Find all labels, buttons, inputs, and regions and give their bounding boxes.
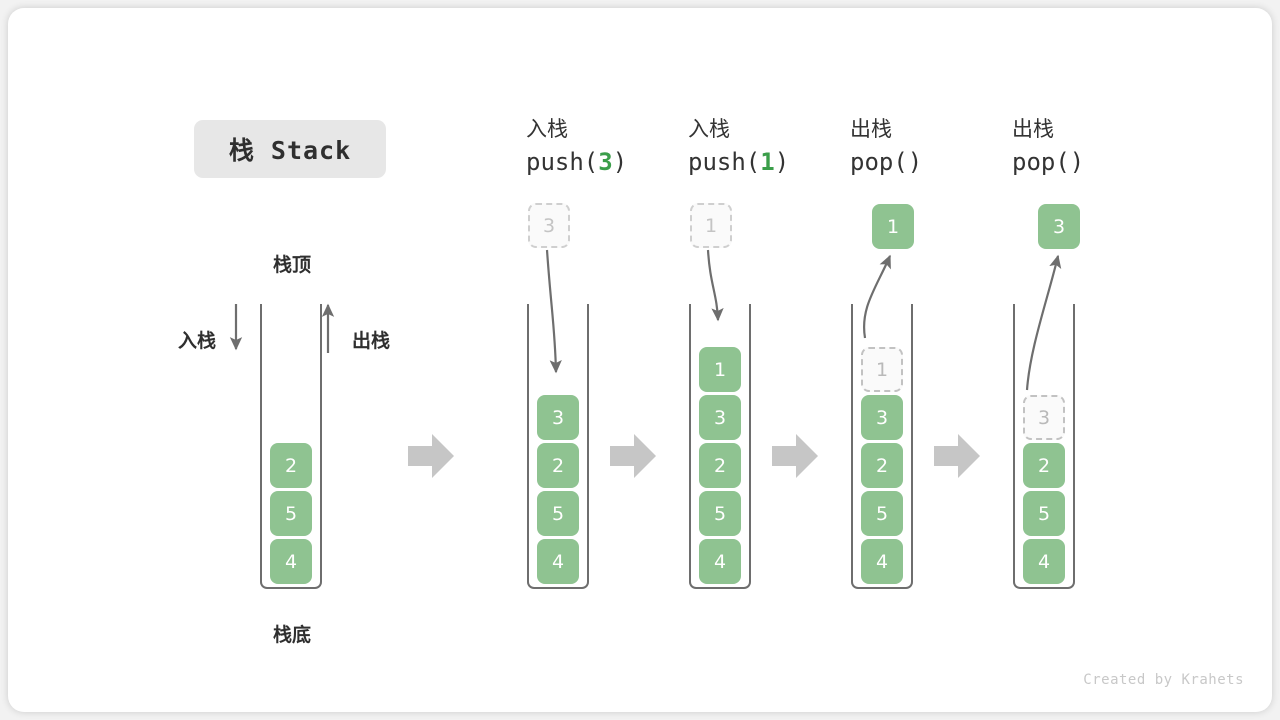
fn-suffix: ) xyxy=(1069,148,1085,176)
step-fn-label: pop() xyxy=(850,145,1000,179)
stack-column-initial: 2 5 4 xyxy=(260,304,322,589)
stack-cell: 5 xyxy=(699,491,741,536)
step-op-label: 入栈 xyxy=(688,117,730,141)
step-separator-arrow-4 xyxy=(934,434,980,478)
fn-suffix: ) xyxy=(612,148,628,176)
label-push-side: 入栈 xyxy=(178,330,217,352)
stack-items: 1 3 2 5 4 xyxy=(691,344,749,584)
stack-cell: 2 xyxy=(699,443,741,488)
step-header-pop-3: 出栈 pop() xyxy=(1012,113,1162,179)
stack-cell: 3 xyxy=(537,395,579,440)
fn-prefix: push( xyxy=(526,148,599,176)
step-fn-label: push(1) xyxy=(688,145,838,179)
diagram-title-badge: 栈 Stack xyxy=(194,120,386,178)
fn-argument: 1 xyxy=(760,148,775,176)
step-op-label: 入栈 xyxy=(526,117,568,141)
floating-value-push-3: 3 xyxy=(528,203,570,248)
stack-cell: 2 xyxy=(270,443,312,488)
fn-prefix: pop( xyxy=(850,148,908,176)
fn-argument: 3 xyxy=(598,148,613,176)
stack-cell: 4 xyxy=(1023,539,1065,584)
stack-cell: 1 xyxy=(699,347,741,392)
step-header-push-1: 入栈 push(1) xyxy=(688,113,838,179)
fn-suffix: ) xyxy=(774,148,790,176)
stack-cell: 5 xyxy=(537,491,579,536)
stack-cell: 2 xyxy=(861,443,903,488)
stack-cell-removed: 3 xyxy=(1023,395,1065,440)
step-separator-arrow-1 xyxy=(408,434,454,478)
stack-cell: 3 xyxy=(861,395,903,440)
stack-column-push-1: 1 3 2 5 4 xyxy=(689,304,751,589)
stack-cell: 5 xyxy=(270,491,312,536)
label-stack-top: 栈顶 xyxy=(272,254,311,276)
step-separator-arrow-3 xyxy=(772,434,818,478)
stack-items: 3 2 5 4 xyxy=(529,392,587,584)
label-stack-bottom: 栈底 xyxy=(272,624,311,646)
stack-cell: 4 xyxy=(537,539,579,584)
label-pop-side: 出栈 xyxy=(352,330,391,352)
floating-value-pop-1: 1 xyxy=(872,204,914,249)
step-header-push-3: 入栈 push(3) xyxy=(526,113,676,179)
floating-value-pop-3: 3 xyxy=(1038,204,1080,249)
stack-items: 3 2 5 4 xyxy=(1015,392,1073,584)
floating-value-push-1: 1 xyxy=(690,203,732,248)
fn-prefix: pop( xyxy=(1012,148,1070,176)
step-header-pop-1: 出栈 pop() xyxy=(850,113,1000,179)
step-op-label: 出栈 xyxy=(850,117,892,141)
stack-cell: 2 xyxy=(537,443,579,488)
stack-cell: 4 xyxy=(699,539,741,584)
step-fn-label: pop() xyxy=(1012,145,1162,179)
fn-prefix: push( xyxy=(688,148,761,176)
stack-items: 2 5 4 xyxy=(262,440,320,584)
credit-text: Created by Krahets xyxy=(1083,672,1244,688)
stack-cell: 5 xyxy=(1023,491,1065,536)
fn-suffix: ) xyxy=(907,148,923,176)
stack-column-pop-3: 3 2 5 4 xyxy=(1013,304,1075,589)
stack-column-pop-1: 1 3 2 5 4 xyxy=(851,304,913,589)
stack-cell: 3 xyxy=(699,395,741,440)
stack-cell: 2 xyxy=(1023,443,1065,488)
stack-column-push-3: 3 2 5 4 xyxy=(527,304,589,589)
stack-cell: 4 xyxy=(861,539,903,584)
step-separator-arrow-2 xyxy=(610,434,656,478)
figure-card: 栈 Stack 栈顶 栈底 入栈 出栈 入栈 push(3) 入栈 push(1… xyxy=(8,8,1272,712)
step-op-label: 出栈 xyxy=(1012,117,1054,141)
stack-cell: 4 xyxy=(270,539,312,584)
stack-items: 1 3 2 5 4 xyxy=(853,344,911,584)
stack-cell-removed: 1 xyxy=(861,347,903,392)
stack-cell: 5 xyxy=(861,491,903,536)
step-fn-label: push(3) xyxy=(526,145,676,179)
